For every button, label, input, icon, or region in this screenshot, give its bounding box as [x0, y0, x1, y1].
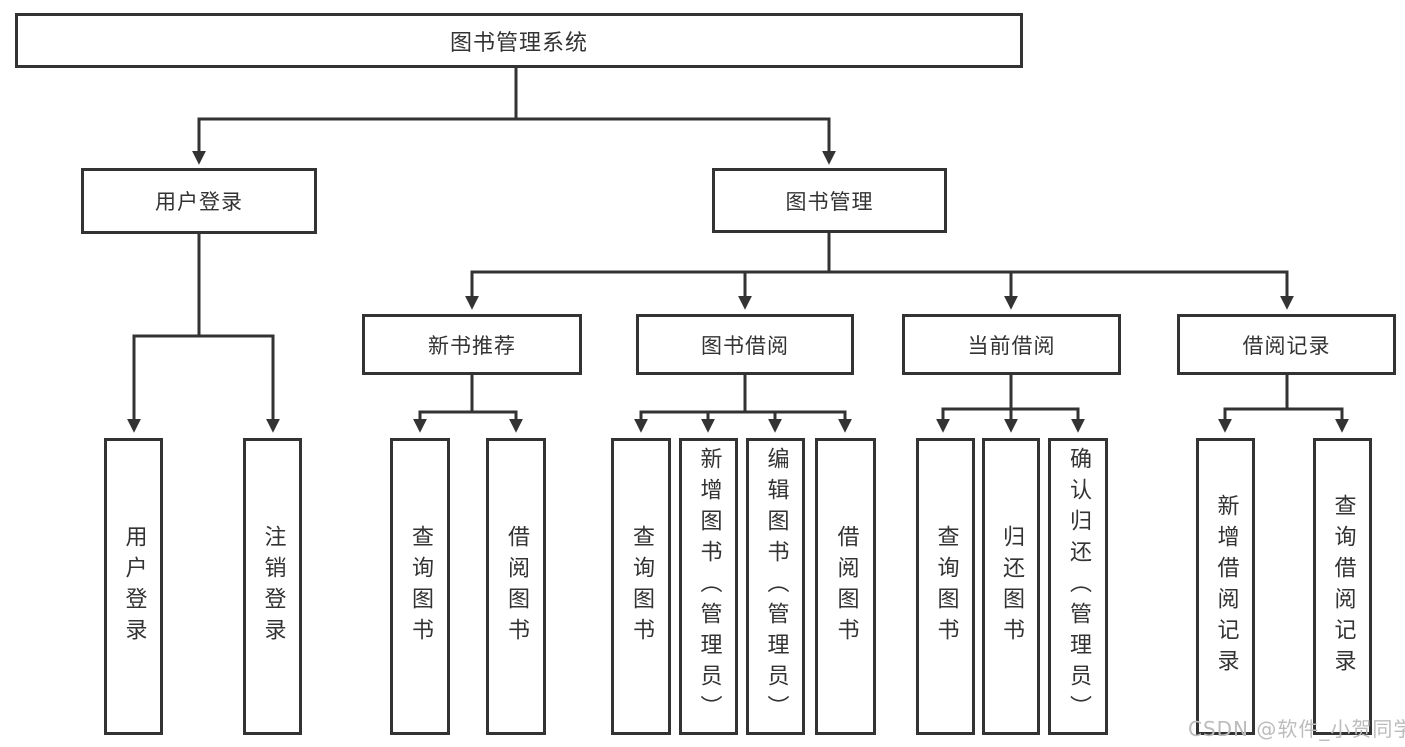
- connector-arrows: [127, 119, 1349, 433]
- node-book-management: 图书管理: [712, 168, 947, 233]
- leaf-return-books: 归还图书: [982, 438, 1040, 735]
- connector-bars: [132, 64, 1344, 414]
- leaf-edit-books-admin: 编辑图书（管理员）: [746, 438, 805, 735]
- leaf-query-books-current: 查询图书: [916, 438, 975, 735]
- leaf-logout: 注销登录: [243, 438, 302, 735]
- leaf-add-borrow-record: 新增借阅记录: [1196, 438, 1255, 735]
- node-library-management-system: 图书管理系统: [15, 13, 1023, 68]
- leaf-borrow-books-borrowing: 借阅图书: [815, 438, 876, 735]
- leaf-query-books-recommend: 查询图书: [390, 438, 450, 735]
- node-new-book-recommend: 新书推荐: [362, 314, 582, 375]
- node-book-borrowing: 图书借阅: [636, 314, 854, 375]
- leaf-borrow-books-recommend: 借阅图书: [486, 438, 546, 735]
- leaf-add-books-admin: 新增图书（管理员）: [679, 438, 738, 735]
- leaf-query-books-borrowing: 查询图书: [611, 438, 671, 735]
- node-borrowing-records: 借阅记录: [1177, 314, 1396, 375]
- leaf-user-login: 用户登录: [104, 438, 163, 735]
- leaf-query-borrow-record: 查询借阅记录: [1313, 438, 1372, 735]
- node-current-borrowing: 当前借阅: [902, 314, 1121, 375]
- csdn-watermark: CSDN @软件_小贺同学: [1188, 717, 1405, 741]
- node-user-login: 用户登录: [81, 168, 317, 234]
- leaf-confirm-return-admin: 确认归还（管理员）: [1048, 438, 1108, 735]
